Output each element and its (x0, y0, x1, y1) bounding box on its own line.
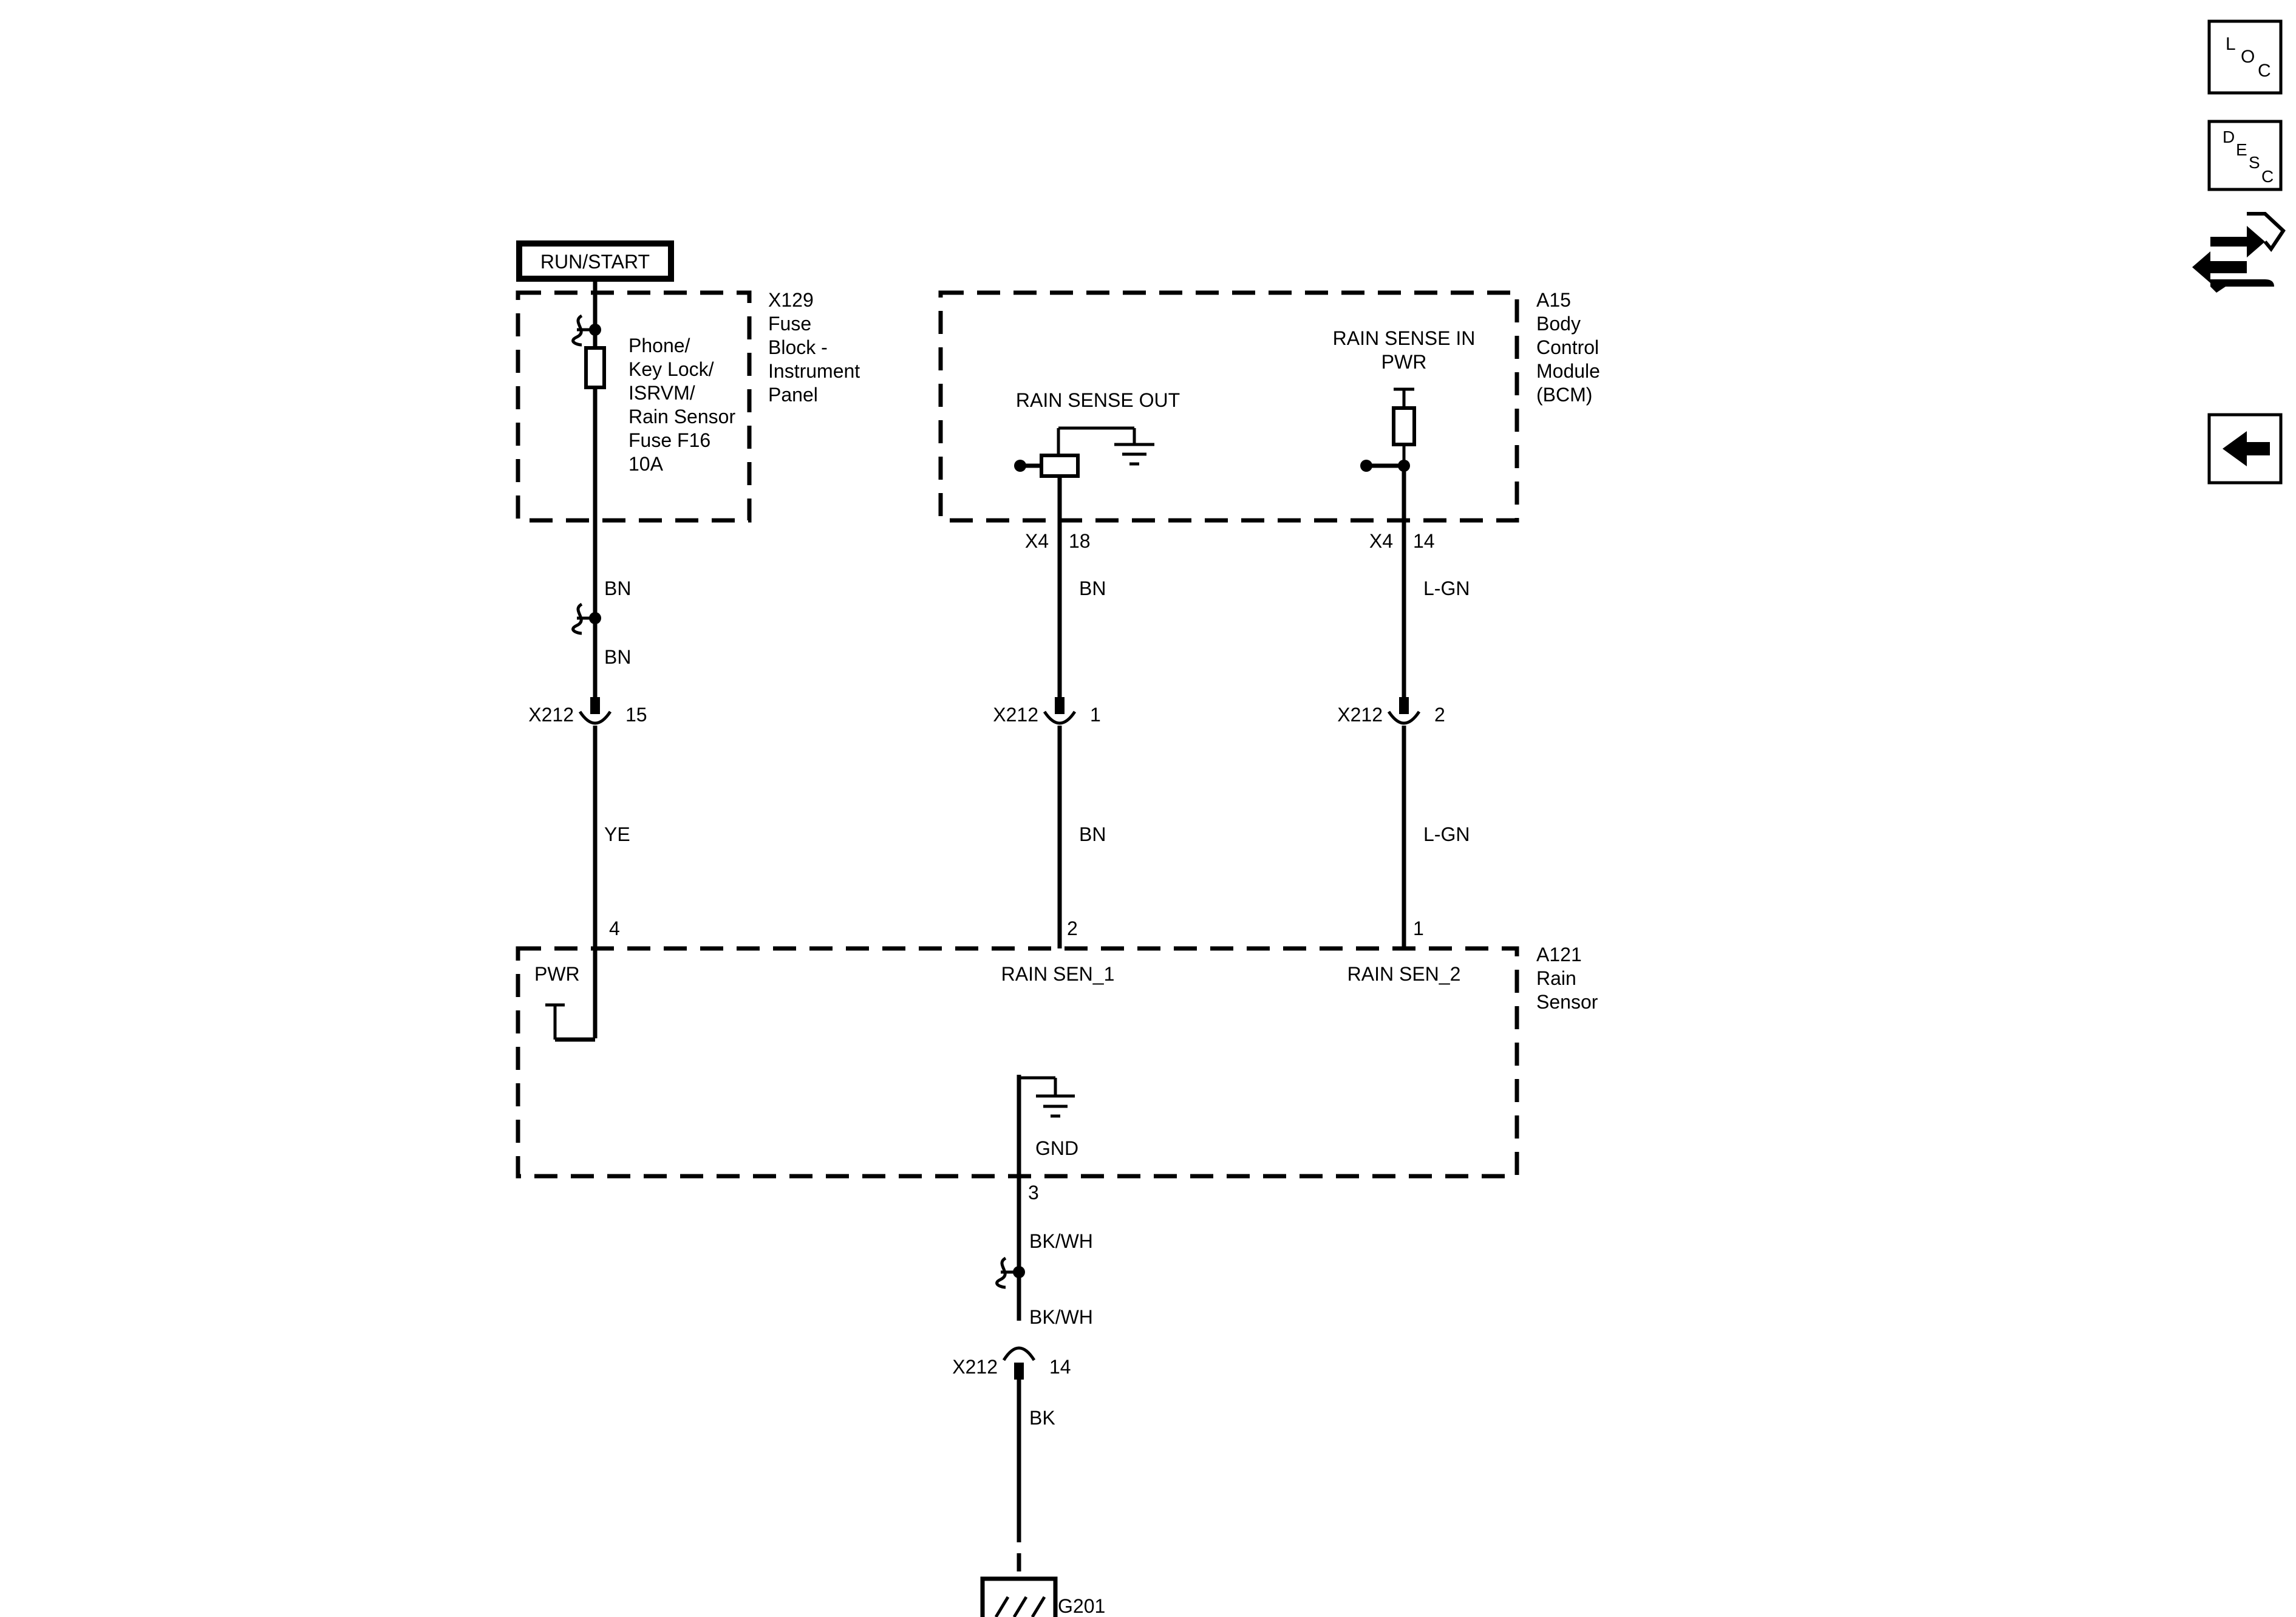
loc-letter-1: L (2226, 34, 2236, 54)
connector-x4-out: X4 18 (1025, 530, 1091, 552)
bcm-title: A15 Body Control Module (BCM) (1536, 289, 1600, 406)
fuse-block-title: X129 Fuse Block - Instrument Panel (768, 289, 860, 406)
bcm-name-4: (BCM) (1536, 384, 1592, 406)
bcm-rain-sense-in-circuit (1360, 387, 1416, 472)
bcm-rain-sense-out-circuit (1014, 426, 1154, 478)
wire-color-pwr-lower: YE (604, 823, 630, 845)
back-button[interactable] (2207, 413, 2283, 485)
power-mode-text: RUN/START (540, 251, 650, 273)
rain-sensor-id: A121 (1536, 944, 1582, 965)
wire-color-gnd-lower: BK (1029, 1407, 1055, 1429)
rain-sensor-title: A121 Rain Sensor (1536, 944, 1598, 1013)
connector-x212-out-name: X212 (993, 704, 1038, 726)
connector-x212-in: X212 2 (1337, 697, 1445, 726)
rain-sensor-sen2-label: RAIN SEN_2 (1347, 963, 1461, 985)
connector-x212-in-pin: 2 (1434, 704, 1445, 726)
bcm-name-3: Module (1536, 360, 1600, 382)
wire-color-gnd-mid: BK/WH (1029, 1306, 1093, 1328)
fuse-f16-label: Phone/ Key Lock/ ISRVM/ Rain Sensor Fuse… (629, 335, 735, 475)
bcm-name-1: Body (1536, 313, 1581, 335)
connector-x212-gnd-name: X212 (952, 1356, 998, 1378)
connector-x4-in-name: X4 (1369, 530, 1393, 552)
wire-color-out-lower: BN (1079, 823, 1106, 845)
desc-letter-2: E (2236, 140, 2247, 159)
sensor-pin-sen1: 2 (1067, 917, 1078, 939)
fuse-line-4: Rain Sensor (629, 406, 735, 427)
connector-x212-in-name: X212 (1337, 704, 1383, 726)
loc-button[interactable]: L O C (2207, 19, 2283, 95)
bcm-name-2: Control (1536, 336, 1599, 358)
bcm-rain-sense-in-label-2: PWR (1381, 351, 1427, 373)
fuse-block-name-1: Fuse (768, 313, 811, 335)
rain-sensor-sen1-label: RAIN SEN_1 (1001, 963, 1115, 985)
wire-color-out-upper: BN (1079, 577, 1106, 599)
connector-x4-out-pin: 18 (1069, 530, 1091, 552)
back-arrow-icon (2223, 431, 2270, 466)
wire-color-pwr-mid: BN (604, 646, 631, 668)
desc-button[interactable]: D E S C (2207, 120, 2283, 191)
fuse-block-outline (516, 290, 752, 523)
desc-letter-4: C (2261, 167, 2274, 186)
bcm-id: A15 (1536, 289, 1571, 311)
wire-color-pwr-upper: BN (604, 577, 631, 599)
rain-sensor-gnd-label: GND (1035, 1137, 1078, 1159)
loc-letter-3: C (2258, 61, 2271, 81)
connector-x212-out-pin: 1 (1090, 704, 1101, 726)
rain-sensor-pwr-load (545, 1003, 595, 1042)
sensor-pin-pwr: 4 (609, 917, 620, 939)
connector-x212-pwr: X212 15 (528, 697, 647, 726)
power-mode-label: RUN/START (516, 240, 674, 282)
bcm-outline (938, 290, 1519, 523)
wire-color-gnd-upper: BK/WH (1029, 1230, 1093, 1252)
connector-x212-out: X212 1 (993, 697, 1101, 726)
connector-x212-pwr-pin: 15 (625, 704, 647, 726)
connector-x212-gnd-pin: 14 (1049, 1356, 1071, 1378)
fuse-line-1: Phone/ (629, 335, 690, 356)
connector-x212-gnd: X212 14 (952, 1346, 1071, 1380)
fuse-symbol (584, 346, 606, 389)
sensor-pin-sen2: 1 (1413, 917, 1424, 939)
connector-repair-icon[interactable] (2192, 212, 2286, 293)
ground-g201-label: G201 (1058, 1595, 1105, 1617)
connector-x4-out-name: X4 (1025, 530, 1049, 552)
fuse-block-name-3: Instrument (768, 360, 860, 382)
desc-letter-1: D (2223, 128, 2235, 146)
fuse-line-6: 10A (629, 453, 664, 475)
rain-sensor-name-2: Sensor (1536, 991, 1598, 1013)
rain-sensor-gnd-symbol (1017, 1075, 1075, 1321)
splice-gnd (995, 1256, 1025, 1289)
splice-pwr-mid (571, 602, 601, 635)
bcm-rain-sense-in-label-1: RAIN SENSE IN (1333, 327, 1476, 349)
rain-sensor-pwr-label: PWR (534, 963, 580, 985)
bcm-rain-sense-out-label: RAIN SENSE OUT (1016, 389, 1180, 411)
connector-x4-in-pin: 14 (1413, 530, 1435, 552)
sensor-pin-gnd: 3 (1028, 1182, 1039, 1203)
connector-x4-in: X4 14 (1369, 530, 1435, 552)
fuse-line-3: ISRVM/ (629, 382, 695, 404)
wire-color-in-lower: L-GN (1423, 823, 1470, 845)
desc-letter-3: S (2249, 153, 2260, 172)
fuse-block-name-4: Panel (768, 384, 818, 406)
rain-sensor-name-1: Rain (1536, 967, 1576, 989)
fuse-block-id: X129 (768, 289, 814, 311)
connector-x212-pwr-name: X212 (528, 704, 574, 726)
ground-g201-symbol (980, 1576, 1058, 1617)
fuse-line-5: Fuse F16 (629, 429, 710, 451)
fuse-block-name-2: Block - (768, 336, 828, 358)
wire-color-in-upper: L-GN (1423, 577, 1470, 599)
fuse-line-2: Key Lock/ (629, 358, 714, 380)
loc-letter-2: O (2241, 47, 2255, 67)
